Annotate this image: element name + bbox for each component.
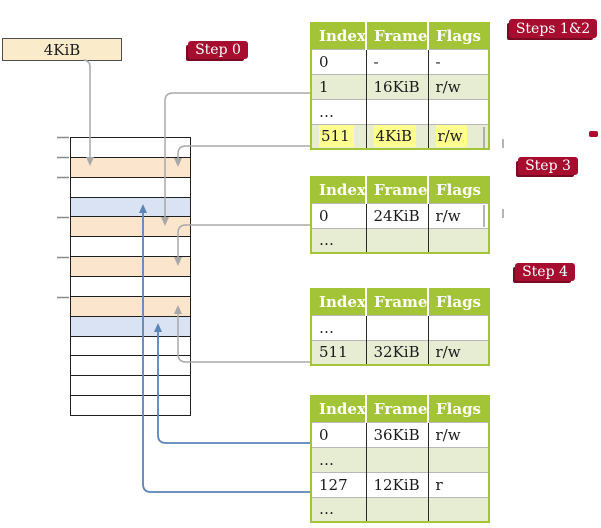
table-cell: 36KiB — [366, 421, 429, 447]
table-cell: 16KiB — [366, 73, 429, 99]
table-cell: r — [428, 471, 489, 497]
column-header-index: Index — [311, 23, 367, 49]
memory-frame-row-page — [71, 316, 190, 337]
table-cell — [366, 496, 429, 522]
column-header-flags: Flags — [428, 289, 489, 315]
frame-4kib-box: 4KiB — [2, 38, 122, 61]
table-cell — [366, 227, 429, 253]
memory-frame-row-table — [71, 296, 190, 317]
table-cell: 0 — [311, 421, 367, 447]
memory-frame-row-page — [71, 197, 190, 218]
table-row: … — [311, 314, 489, 340]
memory-frame-row-plain — [71, 356, 190, 377]
column-header-frame: Frame — [366, 289, 429, 315]
memory-frame-row-plain — [71, 138, 190, 158]
highlighted-value: 511 — [319, 125, 354, 148]
column-header-flags: Flags — [428, 177, 489, 203]
memory-frame-row-plain — [71, 177, 190, 198]
table-cell — [428, 314, 489, 340]
table-cell — [366, 314, 429, 340]
column-header-index: Index — [311, 396, 367, 422]
memory-frame-row-plain — [71, 237, 190, 258]
memory-tick-marks — [57, 136, 69, 299]
arrow-entry511-to-4kib-frame — [174, 145, 310, 167]
table-row: … — [311, 227, 489, 253]
table-cell: 12KiB — [366, 471, 429, 497]
table-row: 511 4KiB r/w — [311, 123, 489, 149]
memory-frame-row-plain — [71, 277, 190, 297]
column-header-index: Index — [311, 177, 367, 203]
table-cell: - — [366, 48, 429, 74]
badge-step-0: Step 0 — [188, 41, 248, 59]
frame-4kib-label: 4KiB — [43, 40, 81, 59]
table-row: … — [311, 496, 489, 522]
table-cell — [428, 98, 489, 124]
table-cell: r/w — [428, 202, 489, 228]
memory-frame-row-table — [71, 157, 190, 178]
table-row: … — [311, 98, 489, 124]
highlighted-value: r/w — [435, 125, 467, 148]
memory-frame-row-plain — [71, 396, 190, 416]
column-header-frame: Frame — [366, 23, 429, 49]
column-header-frame: Frame — [366, 396, 429, 422]
cropped-red-artifact — [589, 131, 598, 137]
table-cell: … — [311, 98, 367, 124]
table-cell: 511 — [311, 339, 367, 365]
table-cell: r/w — [428, 123, 489, 149]
table-cell: 32KiB — [366, 339, 429, 365]
table-cell: 127 — [311, 471, 367, 497]
table-cell: … — [311, 446, 367, 472]
table-cell — [366, 446, 429, 472]
column-header-index: Index — [311, 289, 367, 315]
badge-steps-1-2: Steps 1&2 — [509, 19, 597, 38]
memory-frame-row-plain — [71, 336, 190, 357]
table-cell — [428, 446, 489, 472]
table-cell: 0 — [311, 202, 367, 228]
table-cell: r/w — [428, 73, 489, 99]
table-row: 0-- — [311, 48, 489, 74]
table-cell: … — [311, 227, 367, 253]
column-header-frame: Frame — [366, 177, 429, 203]
highlighted-value: 4KiB — [373, 125, 417, 148]
table-cell — [428, 227, 489, 253]
column-header-flags: Flags — [428, 396, 489, 422]
memory-frame-row-table — [71, 217, 190, 238]
badge-step-4: Step 4 — [515, 263, 575, 281]
arrow-entry511-to-32kib-frame — [174, 305, 310, 363]
table-cell: 1 — [311, 73, 367, 99]
arrow-entry0-to-24kib-frame — [174, 224, 310, 266]
column-header-flags: Flags — [428, 23, 489, 49]
table-cell: … — [311, 314, 367, 340]
physical-memory-stack — [70, 137, 191, 416]
table-cell: r/w — [428, 339, 489, 365]
memory-frame-row-table — [71, 257, 190, 278]
table-row: … — [311, 446, 489, 472]
table-cell: - — [428, 48, 489, 74]
table-cell — [366, 98, 429, 124]
badge-step-3: Step 3 — [518, 157, 578, 175]
table-cell: 0 — [311, 48, 367, 74]
memory-frame-row-plain — [71, 376, 190, 397]
table-cell: 24KiB — [366, 202, 429, 228]
table-cell: r/w — [428, 421, 489, 447]
table-cell — [428, 496, 489, 522]
table-cell: … — [311, 496, 367, 522]
table-cell: 4KiB — [366, 123, 429, 149]
table-cell: 511 — [311, 123, 367, 149]
